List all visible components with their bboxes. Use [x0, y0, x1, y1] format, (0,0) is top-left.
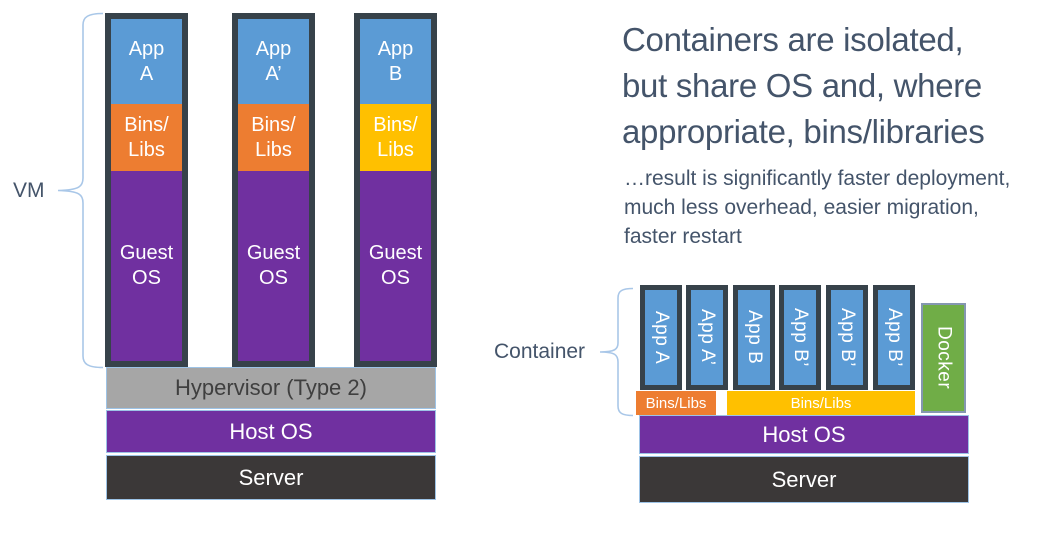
docker-label: Docker [933, 326, 955, 390]
app-label-line: B [388, 62, 403, 85]
guest-os-label-line: Guest [119, 242, 174, 264]
docker-engine-box: Docker [921, 303, 966, 413]
subtext-line: faster restart [624, 225, 742, 248]
vm-stack-app-a-prime: App A’ Bins/ Libs Guest OS [232, 13, 315, 367]
bins-label-line: Bins/ [124, 113, 169, 136]
bins-label-line: Bins/ [251, 113, 296, 136]
app-label-line: App [255, 37, 292, 60]
headline-line: but share OS and, where [622, 67, 982, 104]
vm-app-a-block: App A [111, 19, 182, 104]
bins-label-line: Libs [128, 138, 165, 161]
container-box-app-b-prime-1: App B’ [779, 285, 821, 390]
subtext: …result is significantly faster deployme… [624, 164, 1010, 251]
bins-label-line: Libs [377, 138, 414, 161]
vm-stack-app-a: App A Bins/ Libs Guest OS [105, 13, 188, 367]
guest-os-label-line: OS [381, 267, 410, 289]
vm-bins-libs-block: Bins/ Libs [111, 104, 182, 171]
bins-label-line: Libs [255, 138, 292, 161]
hypervisor-bar: Hypervisor (Type 2) [106, 367, 436, 409]
server-bar-right: Server [639, 456, 969, 503]
headline-line: Containers are isolated, [622, 21, 964, 58]
container-box-app-b-prime-3: App B’ [873, 285, 915, 390]
container-label: Container [494, 340, 586, 363]
vm-brace-icon [57, 12, 104, 369]
guest-os-label-line: Guest [246, 242, 301, 264]
guest-os-label-line: OS [259, 267, 288, 289]
container-box-app-b: App B [733, 285, 775, 390]
subtext-line: much less overhead, easier migration, [624, 196, 979, 219]
vm-bins-libs-block-gold: Bins/ Libs [360, 104, 431, 171]
app-label-line: A [139, 62, 154, 85]
container-app-label: App B [744, 310, 765, 365]
bins-libs-bar-gold: Bins/Libs [727, 391, 915, 415]
container-app-label: App A [651, 310, 672, 365]
vm-guest-os-block: Guest OS [111, 171, 182, 361]
host-os-bar-left: Host OS [106, 410, 436, 453]
container-box-app-a: App A [640, 285, 682, 390]
vm-guest-os-block: Guest OS [238, 171, 309, 361]
container-box-app-a-prime: App A’ [686, 285, 728, 390]
bins-libs-bar-orange: Bins/Libs [636, 391, 716, 415]
vm-app-a-prime-block: App A’ [238, 19, 309, 104]
headline-line: appropriate, bins/libraries [622, 113, 985, 150]
subtext-line: …result is significantly faster deployme… [624, 167, 1011, 190]
vm-stack-app-b: App B Bins/ Libs Guest OS [354, 13, 437, 367]
container-app-label: App B’ [837, 308, 858, 367]
container-app-label: App A’ [697, 309, 718, 366]
vm-label: VM [13, 179, 45, 202]
vm-bins-libs-block: Bins/ Libs [238, 104, 309, 171]
guest-os-label-line: OS [132, 267, 161, 289]
container-app-label: App B’ [884, 308, 905, 367]
server-bar-left: Server [106, 455, 436, 500]
headline: Containers are isolated, but share OS an… [622, 17, 985, 155]
app-label-line: A’ [265, 62, 282, 85]
bins-label-line: Bins/ [373, 113, 418, 136]
container-box-app-b-prime-2: App B’ [826, 285, 868, 390]
app-label-line: App [128, 37, 165, 60]
container-brace-icon [599, 287, 634, 417]
host-os-bar-right: Host OS [639, 415, 969, 454]
app-label-line: App [377, 37, 414, 60]
vm-app-b-block: App B [360, 19, 431, 104]
vm-guest-os-block: Guest OS [360, 171, 431, 361]
container-app-label: App B’ [790, 308, 811, 367]
guest-os-label-line: Guest [368, 242, 423, 264]
